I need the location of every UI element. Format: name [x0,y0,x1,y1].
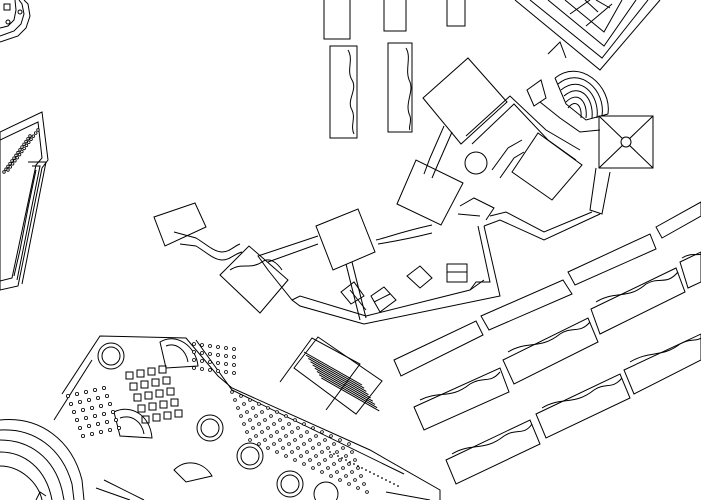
palace-complex [54,336,440,500]
grid-building-top-right [515,0,660,70]
triangular-building-left [0,112,48,290]
central-paths [258,96,600,324]
curved-stand-bottom-left [0,420,84,500]
pyramid-roof-building [590,116,653,214]
amphitheatre [527,42,608,132]
central-buildings [154,58,582,313]
colonnade-blocks-top [324,0,465,138]
garden-rows-right [394,202,701,484]
corner-building-top-left [0,0,30,42]
hatched-roof-building [280,337,382,414]
